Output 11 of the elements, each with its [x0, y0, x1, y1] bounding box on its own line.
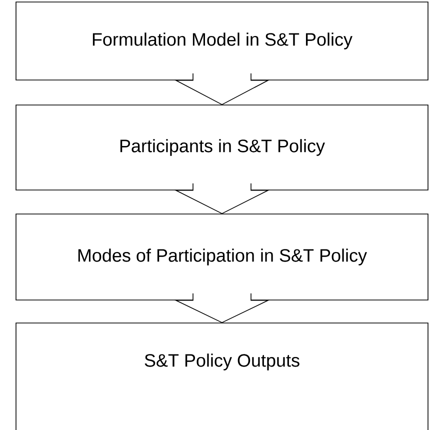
- block-arrow: [174, 183, 270, 214]
- box-label: Modes of Participation in S&T Policy: [78, 248, 367, 266]
- box-label: S&T Policy Outputs: [144, 354, 300, 370]
- block-arrow: [174, 73, 270, 106]
- process-box: [16, 104, 428, 190]
- process-box: [16, 214, 428, 300]
- block-arrow: [174, 293, 270, 324]
- box-label: Formulation Model in S&T Policy: [92, 32, 352, 50]
- box-label: Participants in S&T Policy: [120, 139, 325, 156]
- process-box: [16, 2, 428, 80]
- process-box: [16, 322, 428, 430]
